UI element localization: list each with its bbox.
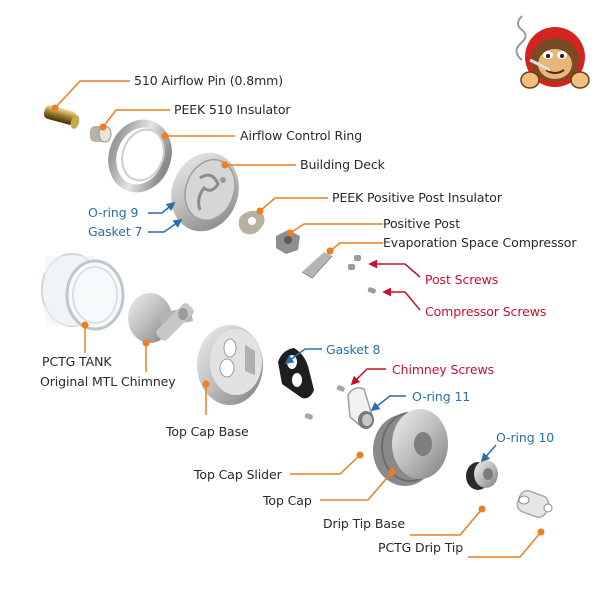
label-airflow-control-ring: Airflow Control Ring — [240, 128, 363, 143]
part-chimney-screws — [304, 385, 345, 420]
red-leader-lines — [350, 259, 421, 386]
label-peek-510-insulator: PEEK 510 Insulator — [174, 102, 291, 117]
label-gasket-7: Gasket 7 — [88, 224, 143, 239]
label-compressor-screws: Compressor Screws — [425, 304, 547, 319]
part-oring-10-drip-tip-base — [466, 460, 498, 490]
part-pctg-drip-tip — [516, 490, 553, 518]
part-original-mtl-chimney — [128, 293, 194, 343]
part-peek-positive-post-insulator — [238, 210, 265, 235]
part-airflow-control-ring — [108, 119, 172, 193]
label-oring-10: O-ring 10 — [496, 430, 555, 445]
blue-leader-lines — [148, 201, 497, 463]
label-top-cap: Top Cap — [263, 493, 312, 508]
leader-airflow-pin — [54, 80, 130, 109]
label-oring-9: O-ring 9 — [88, 205, 139, 220]
label-gasket-8: Gasket 8 — [326, 342, 381, 357]
label-pctg-tank: PCTG TANK — [42, 354, 112, 369]
label-drip-tip-base: Drip Tip Base — [323, 516, 405, 531]
part-building-deck — [171, 152, 239, 232]
label-peek-positive-post-insulator: PEEK Positive Post Insulator — [332, 190, 502, 205]
label-pctg-drip-tip: PCTG Drip Tip — [378, 540, 464, 555]
label-post-screws: Post Screws — [425, 272, 499, 287]
label-510-airflow-pin: 510 Airflow Pin (0.8mm) — [134, 73, 284, 88]
part-compressor-screw — [367, 287, 376, 294]
orange-leader-dots — [51, 104, 545, 536]
part-positive-post — [276, 230, 300, 254]
part-pctg-tank — [41, 253, 125, 331]
label-building-deck: Building Deck — [300, 157, 385, 172]
smoking-monkey-mascot-logo — [515, 15, 590, 89]
part-post-screws — [348, 255, 361, 270]
part-top-cap-base — [197, 325, 263, 405]
label-chimney-screws: Chimney Screws — [392, 362, 494, 377]
part-top-cap — [373, 409, 448, 486]
label-top-cap-slider: Top Cap Slider — [194, 467, 282, 482]
label-oring-11: O-ring 11 — [412, 389, 471, 404]
part-oring-11 — [358, 411, 374, 429]
label-top-cap-base: Top Cap Base — [166, 424, 249, 439]
part-evaporation-space-compressor — [301, 252, 333, 279]
part-510-airflow-pin — [43, 105, 80, 129]
label-positive-post: Positive Post — [383, 216, 461, 231]
label-original-mtl-chimney: Original MTL Chimney — [40, 374, 176, 389]
orange-leader-lines — [54, 80, 542, 558]
label-evaporation-space-compressor: Evaporation Space Compressor — [383, 235, 577, 250]
